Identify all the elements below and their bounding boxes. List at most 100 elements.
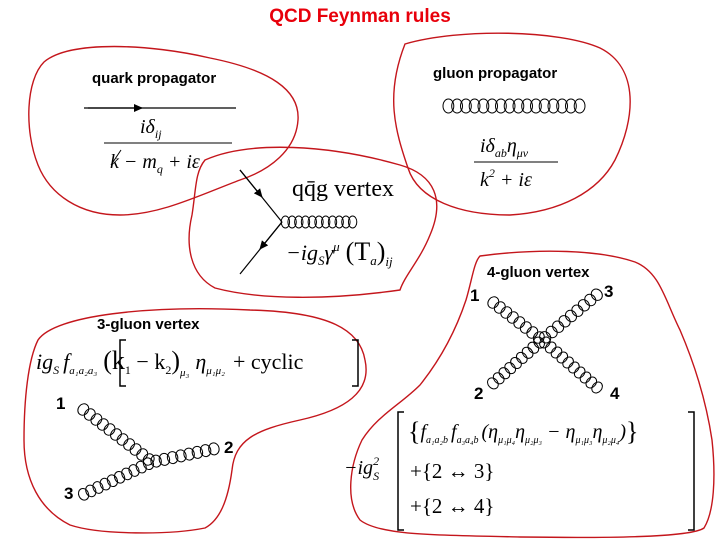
gluon-loop bbox=[584, 293, 597, 307]
gluon-loop bbox=[103, 423, 116, 436]
gluon-loop bbox=[341, 215, 351, 229]
gluon-loop bbox=[110, 428, 122, 441]
gluon-loop bbox=[460, 98, 472, 114]
gluon-loop bbox=[175, 449, 187, 463]
qqg-vertex-region bbox=[188, 146, 438, 298]
gluon-loop bbox=[532, 331, 545, 344]
gluon-loop bbox=[573, 366, 586, 379]
gluon-loop bbox=[477, 98, 490, 114]
gluon-loop bbox=[486, 98, 499, 114]
gluon-loop bbox=[538, 98, 551, 114]
gluon-loop bbox=[280, 215, 291, 229]
quark-propagator-denominator: k − mq + iε bbox=[110, 151, 200, 176]
gluon-propagator-line bbox=[442, 98, 586, 114]
quark-propagator-region bbox=[28, 45, 299, 216]
gluon-propagator-numerator: iδabημν bbox=[480, 135, 529, 160]
gluon-loop bbox=[451, 98, 464, 114]
gluon-loop bbox=[521, 346, 534, 359]
four-gluon-leg-2-label: 2 bbox=[474, 384, 484, 403]
gluon-loop bbox=[135, 460, 147, 474]
gluon-loop bbox=[307, 215, 317, 229]
gluon-loop bbox=[495, 98, 507, 114]
gluon-propagator-denominator: k2 + iε bbox=[480, 166, 532, 191]
gluon-loop bbox=[96, 418, 109, 431]
gluon-loop bbox=[521, 98, 533, 114]
four-gluon-left-bracket bbox=[397, 411, 404, 531]
k-slash-mark bbox=[110, 149, 122, 166]
gluon-loop bbox=[506, 311, 519, 324]
three-gluon-vertex-label: 3-gluon vertex bbox=[97, 316, 200, 333]
gluon-loop bbox=[556, 98, 568, 114]
gluon-loop bbox=[579, 371, 592, 384]
gluon-loop bbox=[590, 288, 603, 301]
three-gluon-right-bracket bbox=[352, 339, 359, 387]
quark-propagator-label: quark propagator bbox=[92, 70, 217, 87]
gluon-loop bbox=[113, 470, 126, 484]
gluon-loop bbox=[199, 444, 212, 458]
gluon-loop bbox=[530, 98, 542, 114]
four-gluon-vertex-region bbox=[350, 250, 715, 539]
gluon-loop bbox=[166, 451, 179, 465]
gluon-loop bbox=[552, 320, 565, 333]
qqg-vertex-expression: −igSγμ(Ta)ij bbox=[286, 237, 393, 269]
gluon-loop bbox=[347, 215, 358, 229]
gluon-loop bbox=[442, 98, 455, 114]
qqg-incoming-arrow bbox=[239, 169, 263, 198]
gluon-loop bbox=[547, 98, 560, 114]
gluon-loop bbox=[510, 356, 522, 370]
gluon-loop bbox=[573, 98, 586, 114]
gluon-loop bbox=[116, 433, 129, 446]
gluon-loop bbox=[106, 474, 119, 488]
gluon-loop bbox=[568, 361, 580, 374]
gluon-loop bbox=[533, 336, 545, 349]
gluon-loop bbox=[550, 346, 563, 359]
gluon-loop bbox=[90, 413, 103, 426]
gluon-loop bbox=[539, 331, 552, 344]
gluon-loop bbox=[527, 341, 540, 354]
gluon-loop bbox=[493, 301, 506, 314]
gluon-loop bbox=[544, 341, 557, 354]
gluon-loop bbox=[314, 215, 324, 229]
three-gluon-leg-2-label: 2 bbox=[224, 438, 234, 457]
gluon-loop bbox=[571, 304, 584, 317]
gluon-loop bbox=[565, 98, 577, 114]
gluon-loop bbox=[515, 351, 528, 364]
gluon-loop bbox=[504, 362, 517, 375]
gluon-loop bbox=[513, 316, 526, 329]
gluon-loop bbox=[562, 356, 574, 369]
gluon-loop bbox=[77, 487, 90, 501]
gluon-loop bbox=[77, 403, 90, 416]
gluon-loop bbox=[500, 306, 513, 319]
gluon-loop bbox=[334, 215, 344, 229]
three-gluon-left-bracket bbox=[119, 339, 126, 387]
gluon-loop bbox=[121, 467, 133, 481]
gluon-loop bbox=[83, 408, 96, 421]
gluon-loop bbox=[142, 457, 155, 471]
gluon-loop bbox=[208, 442, 220, 456]
gluon-loop bbox=[294, 215, 304, 229]
gluon-loop bbox=[468, 98, 481, 114]
four-gluon-leg-4-label: 4 bbox=[610, 384, 620, 403]
four-gluon-row-2: +{2 ↔ 3} bbox=[410, 459, 495, 483]
quark-propagator-numerator: iδij bbox=[140, 116, 162, 141]
three-gluon-vertex-region bbox=[23, 308, 367, 534]
gluon-loop bbox=[123, 438, 136, 451]
three-gluon-leg-1-label: 1 bbox=[56, 394, 66, 413]
gluon-loop bbox=[487, 296, 500, 309]
gluon-loop bbox=[150, 454, 162, 468]
gluon-loop bbox=[321, 215, 331, 229]
gluon-loop bbox=[512, 98, 525, 114]
four-gluon-leg-3-label: 3 bbox=[604, 282, 614, 301]
three-gluon-leg-3-label: 3 bbox=[64, 484, 74, 503]
four-gluon-right-bracket bbox=[688, 411, 695, 531]
gluon-loop bbox=[191, 445, 204, 459]
gluon-loop bbox=[129, 443, 142, 456]
gluon-loop bbox=[327, 215, 338, 229]
qqg-outgoing-arrow bbox=[259, 221, 283, 250]
gluon-loop bbox=[545, 325, 558, 339]
gluon-loop bbox=[128, 464, 140, 477]
gluon-loop bbox=[556, 351, 569, 364]
